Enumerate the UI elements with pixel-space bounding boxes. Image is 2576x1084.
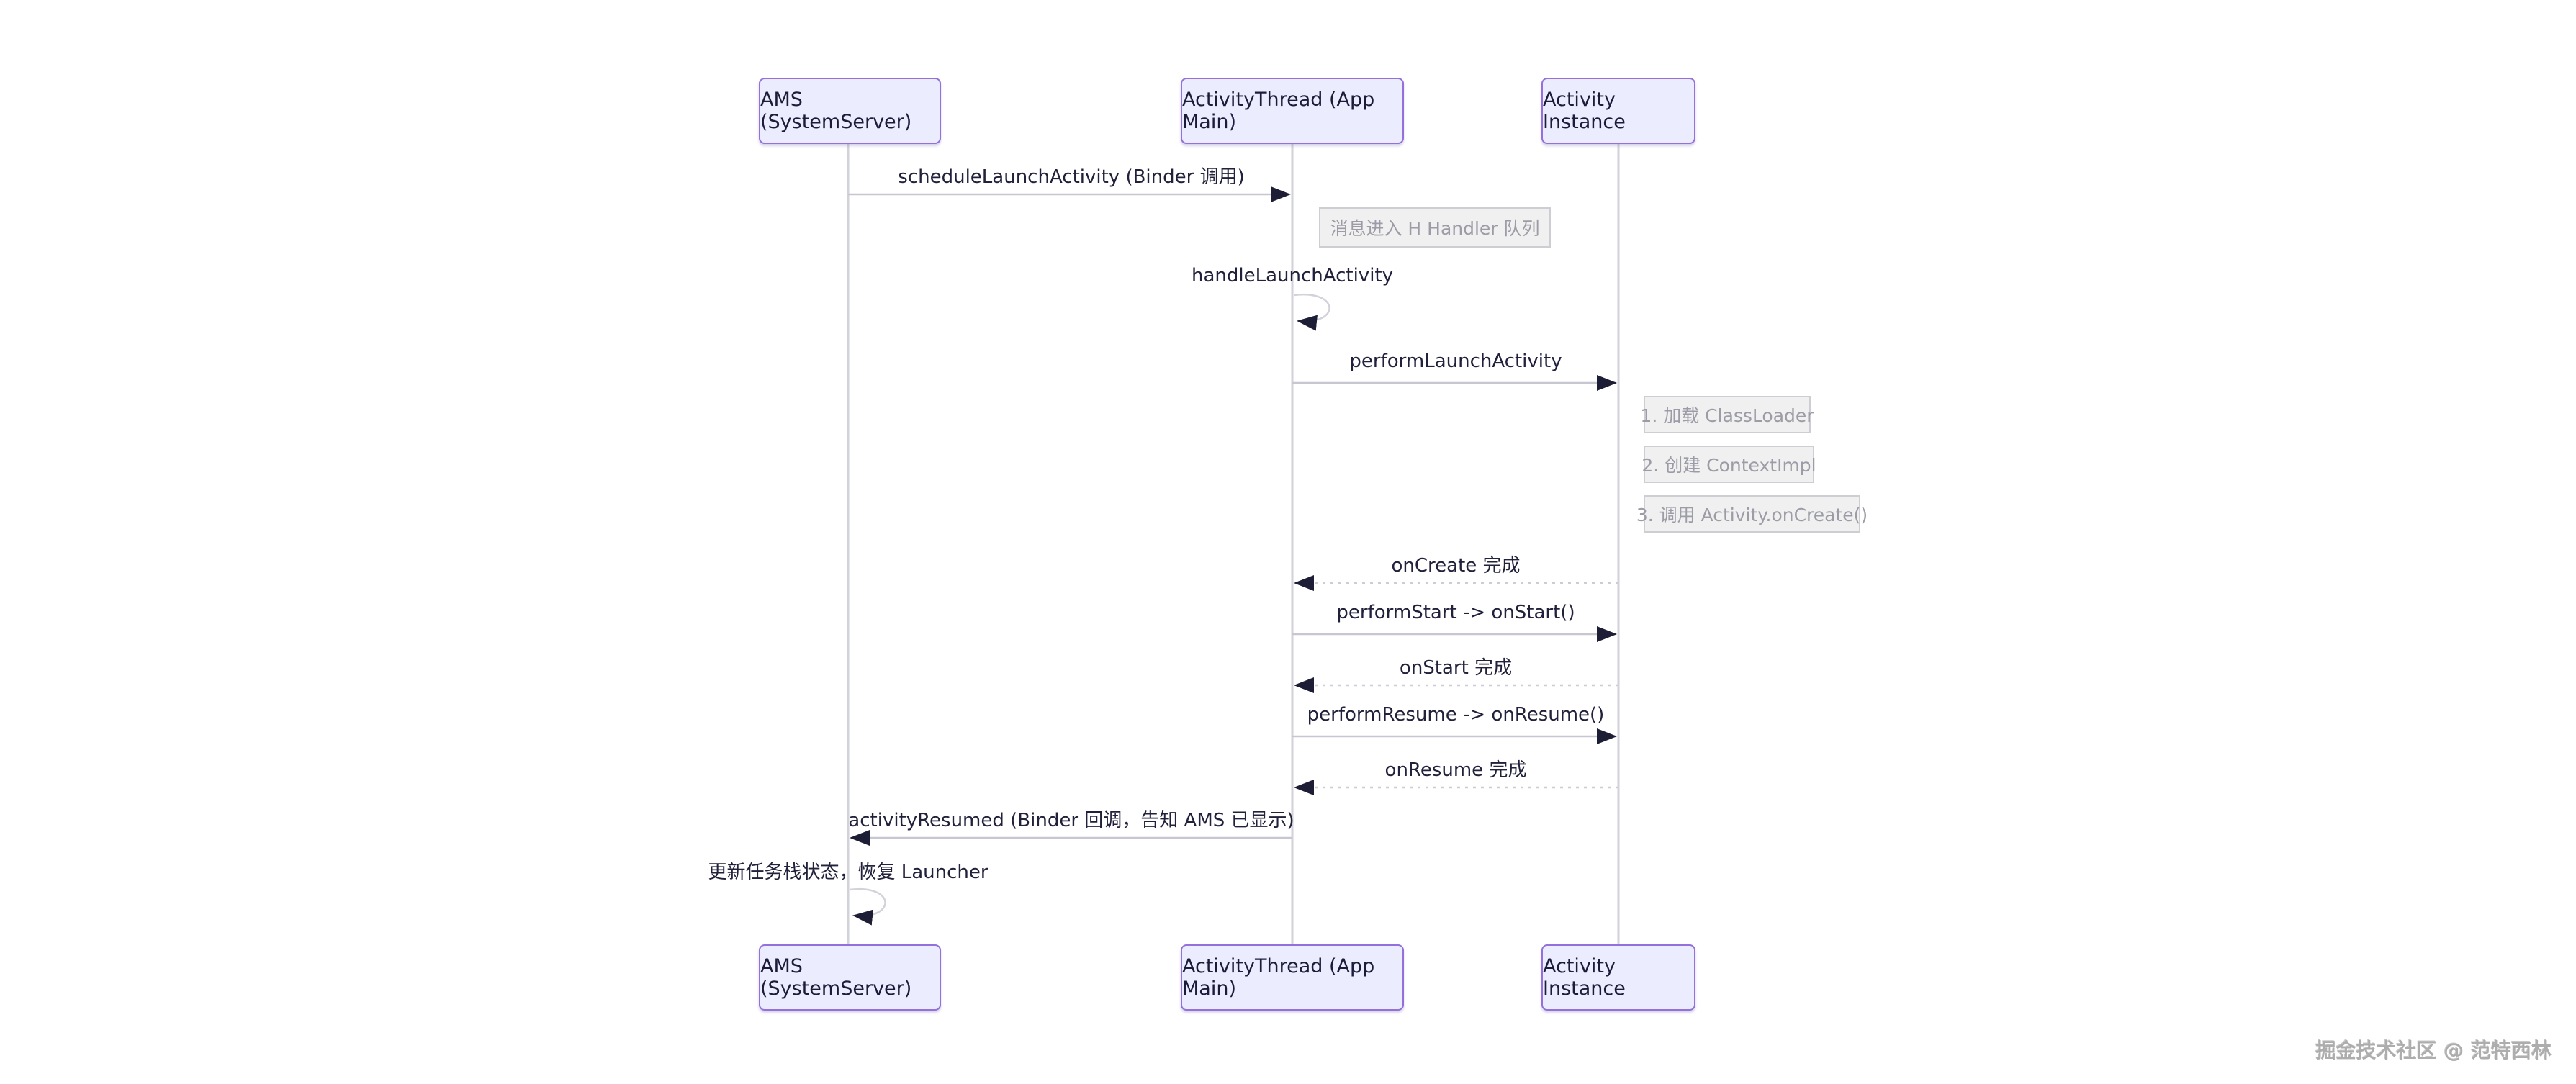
- message-perform-resume: performResume -> onResume(): [1307, 704, 1605, 726]
- message-schedule-launch: scheduleLaunchActivity (Binder 调用): [898, 166, 1245, 188]
- actor-activitythread-label: ActivityThread (App Main): [1182, 89, 1375, 133]
- message-handle-launch: handleLaunchActivity: [1192, 265, 1393, 286]
- actor-activitythread-label: ActivityThread (App Main): [1182, 955, 1375, 1000]
- actor-activityinstance-bottom: Activity Instance: [1541, 944, 1695, 1011]
- self-loop-update-task-stack: [849, 887, 886, 926]
- self-loop-handle-launch: [1293, 293, 1330, 331]
- message-onresume-done: onResume 完成: [1384, 759, 1527, 781]
- note-step3-oncreate: 3. 调用 Activity.onCreate(): [1636, 495, 1868, 533]
- actor-activityinstance-top: Activity Instance: [1541, 78, 1695, 144]
- actor-activityinstance-label: Activity Instance: [1543, 89, 1626, 133]
- message-perform-start: performStart -> onStart(): [1336, 602, 1575, 623]
- actor-ams-label: AMS (SystemServer): [760, 89, 912, 133]
- message-perform-launch: performLaunchActivity: [1349, 351, 1562, 372]
- actor-activitythread-bottom: ActivityThread (App Main): [1181, 944, 1404, 1011]
- message-oncreate-done: onCreate 完成: [1391, 555, 1521, 577]
- message-onstart-done: onStart 完成: [1399, 657, 1513, 679]
- note-step1-classloader: 1. 加载 ClassLoader: [1640, 396, 1814, 433]
- watermark-text: 掘金技术社区 @ 范特西林: [2315, 1039, 2552, 1062]
- actor-activitythread-top: ActivityThread (App Main): [1181, 78, 1404, 144]
- actor-ams-top: AMS (SystemServer): [759, 78, 941, 144]
- message-update-task-stack: 更新任务栈状态，恢复 Launcher: [708, 862, 988, 883]
- actor-ams-label: AMS (SystemServer): [760, 955, 912, 1000]
- actor-ams-bottom: AMS (SystemServer): [759, 944, 941, 1011]
- actor-activityinstance-label: Activity Instance: [1543, 955, 1626, 1000]
- message-activity-resumed: activityResumed (Binder 回调，告知 AMS 已显示): [848, 810, 1294, 831]
- note-handler-queue: 消息进入 H Handler 队列: [1319, 207, 1551, 248]
- note-step2-contextimpl: 2. 创建 ContextImpl: [1641, 446, 1816, 483]
